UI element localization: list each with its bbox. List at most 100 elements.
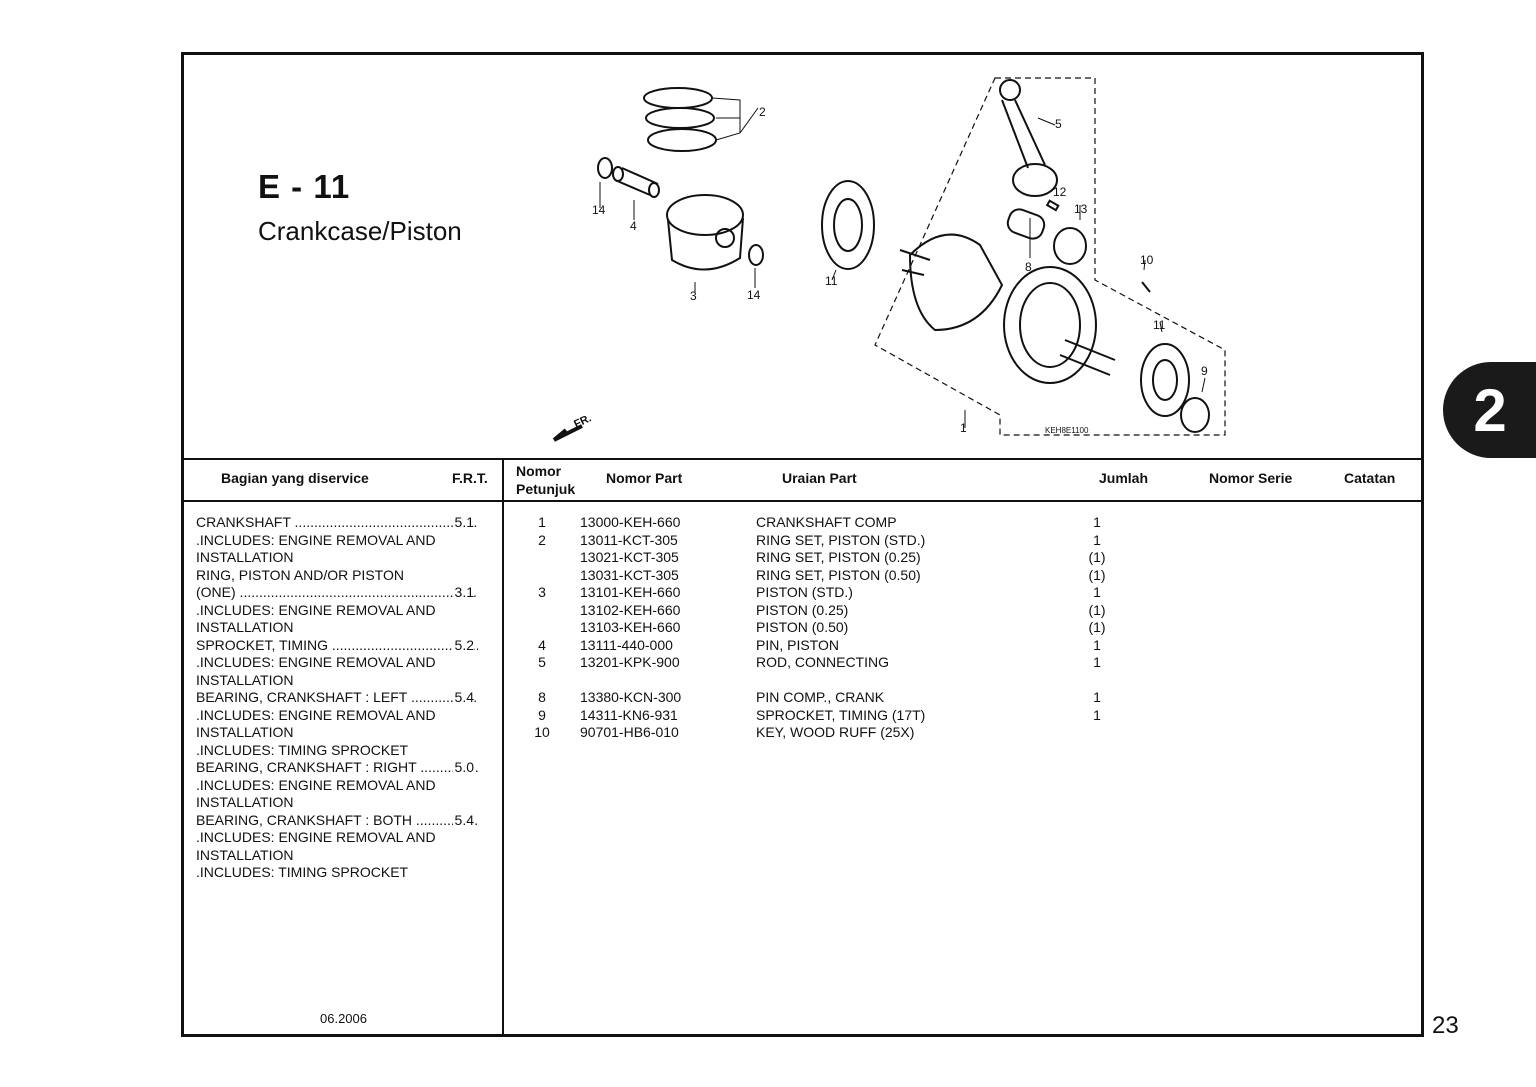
front-marker: FR. bbox=[572, 412, 593, 430]
service-line: BEARING, CRANKSHAFT : LEFT5.4 bbox=[196, 689, 478, 707]
service-line-frt: 5.0 bbox=[452, 759, 474, 777]
parts-row-description: PISTON (0.50) bbox=[756, 619, 849, 635]
parts-row-part-number: 13031-KCT-305 bbox=[580, 566, 679, 583]
parts-row-quantity: (1) bbox=[1088, 601, 1106, 618]
callout-9: 9 bbox=[1201, 364, 1208, 378]
con-rod-small-end bbox=[999, 79, 1021, 101]
needle-bearing bbox=[1053, 227, 1087, 265]
parts-row-description: ROD, CONNECTING bbox=[756, 654, 889, 670]
left-bearing bbox=[821, 180, 875, 270]
callout-14-left: 14 bbox=[592, 203, 606, 217]
parts-row-description: PISTON (0.25) bbox=[756, 601, 849, 618]
parts-row-quantity: 1 bbox=[1093, 584, 1101, 600]
piston-skirt bbox=[667, 217, 744, 271]
section-title: Crankcase/Piston bbox=[258, 216, 462, 246]
parts-row-description: RING SET, PISTON (0.50) bbox=[756, 566, 921, 583]
parts-row: 5 13201-KPK-900 ROD, CONNECTING 1 bbox=[512, 654, 1412, 672]
service-line-text: RING, PISTON AND/OR PISTON bbox=[196, 566, 404, 583]
service-line: CRANKSHAFT5.1 bbox=[196, 514, 478, 532]
service-line: .INCLUDES: TIMING SPROCKET bbox=[196, 742, 478, 760]
parts-row-index: 10 bbox=[534, 724, 550, 740]
header-frt: F.R.T. bbox=[452, 470, 488, 486]
parts-row-quantity: 1 bbox=[1093, 706, 1101, 723]
callout-2: 2 bbox=[759, 105, 766, 119]
service-line-text: BEARING, CRANKSHAFT : BOTH bbox=[196, 812, 478, 828]
parts-row-description: KEY, WOOD RUFF (25X) bbox=[756, 724, 915, 740]
parts-row-part-number: 13201-KPK-900 bbox=[580, 654, 680, 670]
page-frame bbox=[181, 52, 1424, 1037]
callout-13: 13 bbox=[1074, 202, 1088, 216]
parts-row-quantity: (1) bbox=[1088, 619, 1106, 635]
piston-ring-top bbox=[643, 87, 713, 109]
callout-11-left: 11 bbox=[825, 274, 838, 288]
crankshaft-assembly-outline bbox=[874, 77, 1226, 436]
parts-row-quantity: (1) bbox=[1088, 549, 1106, 565]
service-line-text: CRANKSHAFT bbox=[196, 514, 478, 530]
callout-3: 3 bbox=[690, 289, 697, 303]
parts-row-index: 4 bbox=[538, 636, 546, 653]
parts-row-part-number: 13111-440-000 bbox=[580, 636, 673, 653]
callout-12: 12 bbox=[1053, 185, 1067, 199]
parts-row-quantity: (1) bbox=[1088, 566, 1106, 583]
parts-row bbox=[512, 672, 1412, 690]
service-line: INSTALLATION bbox=[196, 549, 478, 567]
header-serial-number: Nomor Serie bbox=[1209, 470, 1293, 486]
crank-web-right bbox=[1003, 266, 1097, 384]
piston-ring-bottom bbox=[647, 128, 717, 152]
parts-row-description: RING SET, PISTON (STD.) bbox=[756, 531, 926, 548]
parts-row-part-number: 13011-KCT-305 bbox=[580, 531, 678, 548]
piston-crown bbox=[666, 194, 744, 236]
service-line-text: .INCLUDES: ENGINE REMOVAL AND bbox=[196, 654, 436, 670]
parts-row: 13102-KEH-660 PISTON (0.25) (1) bbox=[512, 602, 1412, 620]
service-line: BEARING, CRANKSHAFT : RIGHT5.0 bbox=[196, 759, 478, 777]
section-tab: 2 bbox=[1443, 362, 1536, 458]
timing-sprocket bbox=[1180, 397, 1210, 433]
callout-1: 1 bbox=[960, 421, 967, 435]
piston-ring-middle bbox=[645, 107, 715, 129]
crank-shaft-right bbox=[1059, 339, 1116, 376]
figure-code: KEH8E1100 bbox=[1045, 426, 1089, 435]
service-line-text: BEARING, CRANKSHAFT : LEFT bbox=[196, 689, 478, 705]
callout-10: 10 bbox=[1140, 253, 1154, 267]
parts-row-index: 1 bbox=[538, 514, 546, 530]
parts-row-index: 9 bbox=[538, 706, 546, 723]
callout-8: 8 bbox=[1025, 260, 1032, 274]
parts-row-description: SPROCKET, TIMING (17T) bbox=[756, 706, 926, 723]
piston-pin-body bbox=[614, 167, 659, 196]
service-line: SPROCKET, TIMING5.2 bbox=[196, 636, 478, 654]
service-line-text: .INCLUDES: TIMING SPROCKET bbox=[196, 741, 409, 758]
service-line: .INCLUDES: ENGINE REMOVAL AND bbox=[196, 829, 478, 847]
header-index-line1: Nomor bbox=[516, 463, 562, 479]
service-line: INSTALLATION bbox=[196, 847, 478, 865]
parts-row-part-number: 13102-KEH-660 bbox=[580, 601, 681, 618]
header-quantity: Jumlah bbox=[1099, 470, 1149, 486]
service-line: .INCLUDES: ENGINE REMOVAL AND bbox=[196, 532, 478, 550]
parts-row-index: 5 bbox=[538, 654, 546, 670]
parts-row-quantity: 1 bbox=[1093, 514, 1101, 530]
service-line-text: BEARING, CRANKSHAFT : RIGHT bbox=[196, 759, 478, 775]
right-bearing bbox=[1140, 343, 1190, 417]
con-rod-big-end bbox=[1012, 163, 1058, 197]
page-number: 23 bbox=[1432, 1012, 1459, 1039]
service-line-frt: 5.2 bbox=[452, 636, 474, 654]
parts-row-quantity: 1 bbox=[1093, 654, 1101, 670]
service-line: INSTALLATION bbox=[196, 619, 478, 637]
parts-row: 9 14311-KN6-931 SPROCKET, TIMING (17T) 1 bbox=[512, 707, 1412, 725]
parts-row-quantity: 1 bbox=[1093, 531, 1101, 548]
service-line-text: .INCLUDES: ENGINE REMOVAL AND bbox=[196, 601, 436, 618]
header-service: Bagian yang diservice bbox=[221, 470, 369, 486]
parts-row-part-number: 14311-KN6-931 bbox=[580, 706, 678, 723]
piston-clip-left bbox=[597, 157, 613, 179]
callout-14-right: 14 bbox=[747, 288, 761, 302]
service-line-text: INSTALLATION bbox=[196, 846, 294, 863]
parts-row-part-number: 13103-KEH-660 bbox=[580, 619, 681, 635]
exploded-parts-diagram: 2 5 12 13 14 4 3 14 11 8 10 11 9 1 FR. K… bbox=[552, 77, 1226, 442]
service-line: .INCLUDES: ENGINE REMOVAL AND bbox=[196, 654, 478, 672]
parts-row: 13031-KCT-305 RING SET, PISTON (0.50) (1) bbox=[512, 567, 1412, 585]
service-line-text: .INCLUDES: ENGINE REMOVAL AND bbox=[196, 531, 436, 548]
